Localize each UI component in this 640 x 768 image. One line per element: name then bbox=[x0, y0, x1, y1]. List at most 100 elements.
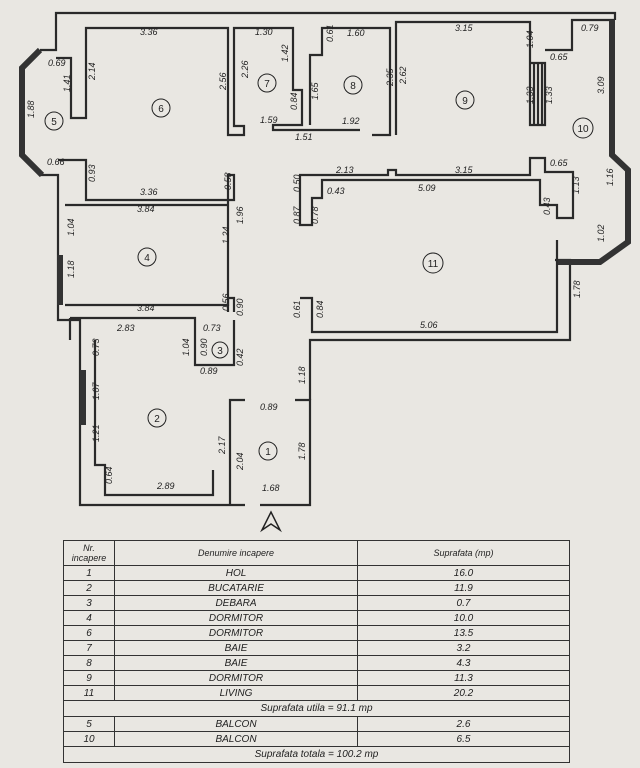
grand-total-row: Suprafata totala = 100.2 mp bbox=[63, 746, 570, 763]
room-area-table: Nr. incapere Denumire incapere Suprafata… bbox=[63, 540, 570, 763]
room-number-7: 7 bbox=[264, 79, 270, 90]
dimension-label: 1.78 bbox=[572, 280, 582, 298]
room-2-wall bbox=[93, 340, 215, 497]
cell-name: DORMITOR bbox=[114, 610, 358, 626]
dimension-label: 1.02 bbox=[596, 224, 606, 242]
dimension-label: 1.33 bbox=[544, 86, 554, 104]
dimension-label: 3.36 bbox=[140, 27, 158, 37]
dimension-label: 0.65 bbox=[550, 52, 569, 62]
dimension-label: 0.84 bbox=[315, 300, 325, 318]
dimension-label: 0.61 bbox=[325, 24, 335, 42]
dimension-label: 2.56 bbox=[218, 72, 228, 91]
dimension-label: 2.13 bbox=[335, 165, 354, 175]
stairs bbox=[532, 63, 544, 125]
dimension-label: 1.04 bbox=[525, 30, 535, 48]
dimension-label: 0.69 bbox=[48, 58, 66, 68]
cell-nr: 10 bbox=[63, 731, 115, 747]
dimension-label: 0.79 bbox=[581, 23, 599, 33]
room-number-1: 1 bbox=[265, 447, 271, 458]
cell-nr: 3 bbox=[63, 595, 115, 611]
dimension-label: 1.78 bbox=[297, 442, 307, 460]
cell-name: DORMITOR bbox=[114, 670, 358, 686]
dimension-label: 2.26 bbox=[240, 60, 250, 79]
dimension-label: 3.84 bbox=[137, 303, 155, 313]
dimension-label: 1.07 bbox=[91, 381, 101, 400]
dimension-label: 0.87 bbox=[292, 205, 302, 224]
dimension-label: 3.36 bbox=[140, 187, 158, 197]
dimension-label: 2.14 bbox=[87, 62, 97, 81]
dimension-label: 3.09 bbox=[596, 76, 606, 94]
cell-name: DEBARA bbox=[114, 595, 358, 611]
cell-area: 13.5 bbox=[357, 625, 570, 641]
dimension-label: 0.89 bbox=[260, 402, 278, 412]
dimension-label: 1.88 bbox=[26, 100, 36, 118]
dimension-label: 2.89 bbox=[156, 481, 175, 491]
dimension-label: 1.65 bbox=[310, 81, 320, 100]
dimension-label: 3.15 bbox=[455, 165, 474, 175]
dimension-label: 0.78 bbox=[310, 206, 320, 224]
cell-name: BAIE bbox=[114, 655, 358, 671]
cell-nr: 11 bbox=[63, 685, 115, 701]
dimension-label: 1.96 bbox=[235, 206, 245, 224]
cell-area: 3.2 bbox=[357, 640, 570, 656]
room-number-2: 2 bbox=[154, 414, 160, 425]
dimension-label: 1.13 bbox=[571, 176, 581, 194]
room-number-4: 4 bbox=[144, 253, 150, 264]
cell-area: 11.9 bbox=[357, 580, 570, 596]
cell-name: DORMITOR bbox=[114, 625, 358, 641]
cell-area: 20.2 bbox=[357, 685, 570, 701]
cell-area: 2.6 bbox=[357, 716, 570, 732]
north-arrow-icon bbox=[260, 510, 282, 533]
living-outline bbox=[308, 258, 572, 400]
dimension-label: 1.21 bbox=[91, 424, 101, 442]
dimension-label: 0.65 bbox=[550, 158, 569, 168]
cell-name: BUCATARIE bbox=[114, 580, 358, 596]
balcony-5-wall bbox=[56, 26, 360, 137]
cell-area: 16.0 bbox=[357, 565, 570, 581]
room-number-8: 8 bbox=[350, 81, 356, 92]
dimension-label: 0.64 bbox=[104, 466, 114, 484]
room-number-10: 10 bbox=[577, 124, 589, 135]
cell-area: 11.3 bbox=[357, 670, 570, 686]
dimension-label: 0.58 bbox=[223, 172, 233, 190]
dimension-label: 1.16 bbox=[605, 168, 615, 186]
room-labels: 1 2 3 4 5 6 7 8 9 10 11 bbox=[44, 73, 594, 461]
dimension-label: 2.83 bbox=[116, 323, 135, 333]
dimension-label: 0.89 bbox=[200, 366, 218, 376]
outer-wall bbox=[40, 11, 617, 52]
dimension-label: 3.15 bbox=[455, 23, 474, 33]
dimension-label: 1.68 bbox=[262, 483, 280, 493]
room-number-9: 9 bbox=[462, 96, 468, 107]
dimension-label: 0.73 bbox=[91, 338, 101, 356]
cell-nr: 9 bbox=[63, 670, 115, 686]
cell-nr: 8 bbox=[63, 655, 115, 671]
header-name: Denumire incapere bbox=[114, 540, 358, 566]
grand-total: Suprafata totala = 100.2 mp bbox=[63, 746, 570, 763]
cell-area: 10.0 bbox=[357, 610, 570, 626]
room-6-bottom-wall bbox=[58, 158, 236, 312]
cell-name: LIVING bbox=[114, 685, 358, 701]
cell-nr: 4 bbox=[63, 610, 115, 626]
window bbox=[57, 255, 86, 425]
dimension-label: 1.04 bbox=[66, 218, 76, 236]
dimension-labels: 3.362.142.563.360.580.930.691.411.880.66… bbox=[26, 23, 615, 493]
dimension-label: 1.60 bbox=[347, 28, 365, 38]
dimension-label: 2.17 bbox=[217, 435, 227, 455]
dimension-label: 0.90 bbox=[199, 338, 209, 356]
dimension-label: 3.84 bbox=[137, 204, 155, 214]
cell-name: BALCON bbox=[114, 731, 358, 747]
dimension-label: 0.43 bbox=[542, 197, 552, 215]
cell-name: BAIE bbox=[114, 640, 358, 656]
dimension-label: 2.35 bbox=[385, 67, 395, 87]
dimension-label: 2.62 bbox=[398, 66, 408, 85]
dimension-label: 1.18 bbox=[297, 366, 307, 384]
cell-nr: 6 bbox=[63, 625, 115, 641]
